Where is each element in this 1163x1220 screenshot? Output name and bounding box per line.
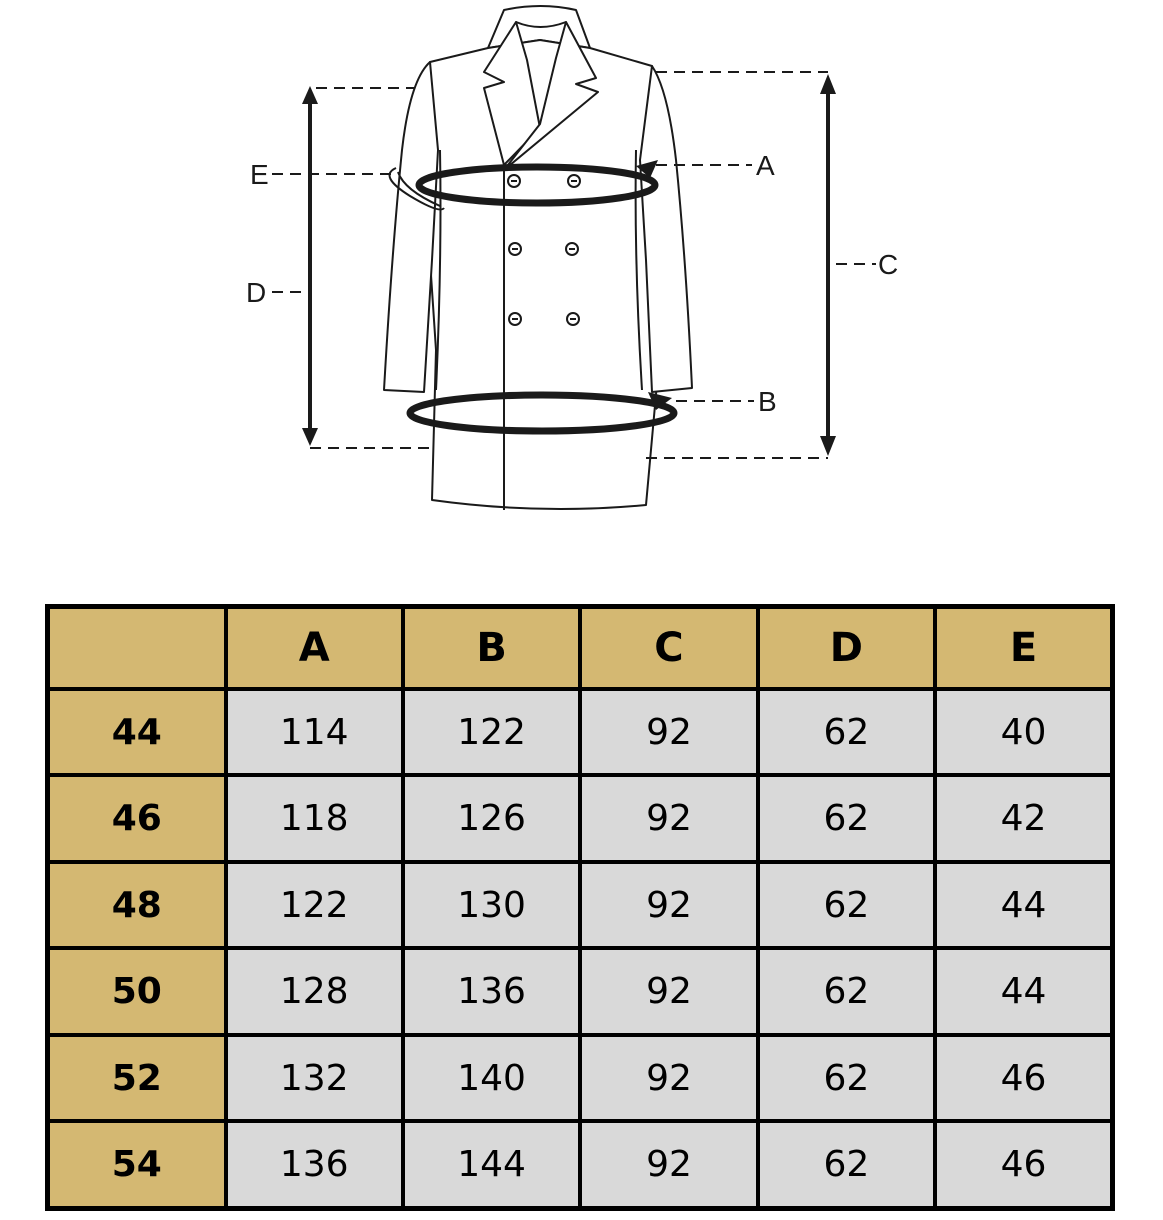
value-cell: 132 — [223, 1032, 405, 1124]
value-cell: 126 — [400, 773, 583, 864]
size-cell: 52 — [45, 1032, 228, 1124]
value-cell: 122 — [223, 859, 405, 951]
value-cell: 118 — [223, 773, 405, 864]
size-chart-table: A B C D E 44 114 122 92 62 40 46 118 126… — [45, 604, 1115, 1211]
c-arrow-up-icon — [820, 74, 836, 94]
label-c: C — [878, 249, 898, 280]
coat-collar-line — [515, 21, 567, 28]
header-b: B — [400, 604, 583, 691]
table-row: 54 136 144 92 62 46 — [45, 1119, 1115, 1211]
value-cell: 44 — [933, 859, 1115, 951]
coat-right-lapel — [503, 21, 599, 171]
value-cell: 62 — [755, 859, 938, 951]
value-cell: 140 — [400, 1032, 583, 1124]
hem-tape-arrow-icon — [648, 392, 672, 410]
header-corner-cell — [45, 604, 228, 691]
value-cell: 42 — [933, 773, 1115, 864]
size-cell: 46 — [45, 773, 228, 864]
value-cell: 92 — [578, 686, 760, 778]
value-cell: 136 — [400, 946, 583, 1037]
d-arrow-up-icon — [302, 86, 318, 104]
header-c: C — [578, 604, 760, 691]
d-arrow-down-icon — [302, 428, 318, 446]
hem-tape — [406, 391, 678, 435]
value-cell: 62 — [755, 1119, 938, 1211]
value-cell: 44 — [933, 946, 1115, 1037]
header-d: D — [755, 604, 938, 691]
coat-illustration — [383, 5, 693, 510]
table-header-row: A B C D E — [45, 604, 1115, 691]
header-e: E — [933, 604, 1115, 691]
label-b: B — [758, 386, 777, 417]
value-cell: 92 — [578, 859, 760, 951]
table-row: 52 132 140 92 62 46 — [45, 1032, 1115, 1124]
value-cell: 122 — [400, 686, 583, 778]
chest-tape-arrow-icon — [636, 160, 658, 178]
value-cell: 62 — [755, 686, 938, 778]
value-cell: 130 — [400, 859, 583, 951]
value-cell: 136 — [223, 1119, 405, 1211]
coat-buttons — [507, 174, 581, 326]
value-cell: 92 — [578, 773, 760, 864]
c-arrow-down-icon — [820, 436, 836, 456]
button-icon — [508, 312, 522, 326]
value-cell: 128 — [223, 946, 405, 1037]
value-cell: 114 — [223, 686, 405, 778]
value-cell: 46 — [933, 1032, 1115, 1124]
table-row: 44 114 122 92 62 40 — [45, 686, 1115, 778]
table-row: 48 122 130 92 62 44 — [45, 859, 1115, 951]
size-cell: 48 — [45, 859, 228, 951]
coat-right-sleeve — [639, 65, 693, 393]
button-icon — [507, 174, 521, 188]
table-row: 46 118 126 92 62 42 — [45, 773, 1115, 864]
size-cell: 54 — [45, 1119, 228, 1211]
value-cell: 62 — [755, 946, 938, 1037]
coat-measurement-diagram: D E A B C — [246, 5, 898, 510]
value-cell: 40 — [933, 686, 1115, 778]
header-a: A — [223, 604, 405, 691]
coat-left-sleeve — [383, 61, 439, 393]
label-e: E — [250, 159, 269, 190]
value-cell: 92 — [578, 1119, 760, 1211]
value-cell: 62 — [755, 773, 938, 864]
button-icon — [508, 242, 522, 256]
size-cell: 50 — [45, 946, 228, 1037]
button-icon — [566, 312, 580, 326]
label-d: D — [246, 277, 266, 308]
label-a: A — [756, 150, 775, 181]
sleeve-loop-inner — [397, 171, 441, 207]
table-row: 50 128 136 92 62 44 — [45, 946, 1115, 1037]
chest-tape — [415, 163, 659, 207]
value-cell: 92 — [578, 1032, 760, 1124]
value-cell: 46 — [933, 1119, 1115, 1211]
value-cell: 62 — [755, 1032, 938, 1124]
size-cell: 44 — [45, 686, 228, 778]
coat-left-lapel — [483, 21, 541, 166]
button-icon — [567, 174, 581, 188]
value-cell: 144 — [400, 1119, 583, 1211]
button-icon — [565, 242, 579, 256]
value-cell: 92 — [578, 946, 760, 1037]
